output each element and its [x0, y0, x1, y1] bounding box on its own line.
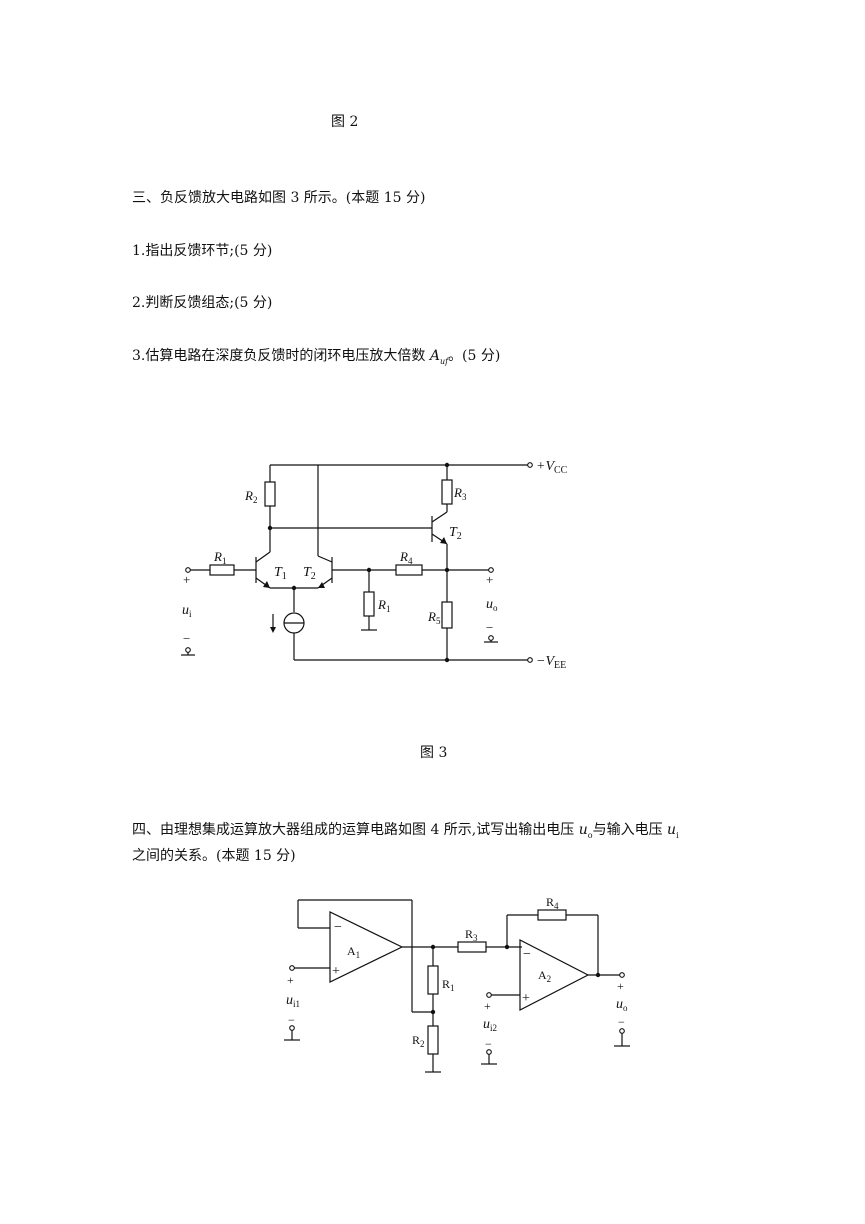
svg-text:−: −: [618, 1015, 625, 1029]
t2-label: T2: [303, 565, 316, 582]
question-3-item-2: 2.判断反馈组态;(5 分): [132, 295, 273, 311]
r1-label: R1: [213, 549, 226, 566]
fig4-r4-label: R4: [546, 895, 559, 911]
opamp-a1: [329, 911, 404, 983]
fig4-r3-resistor: [457, 941, 487, 953]
opamp-a2: [519, 939, 590, 1011]
in-plus: +: [183, 572, 190, 587]
ui-symbol: u: [667, 822, 677, 838]
fig4-uo-label: uo: [616, 997, 628, 1013]
ui1-label: ui1: [286, 993, 300, 1009]
r3-label: R3: [453, 485, 467, 502]
a1-plus: +: [332, 964, 340, 979]
a2-minus: −: [523, 947, 531, 962]
question-4-line-2: 之间的关系。(本题 15 分): [132, 848, 296, 864]
r4-resistor: [395, 564, 423, 576]
current-arrow-icon: [270, 627, 276, 633]
auf-symbol: A: [429, 348, 440, 364]
fig4-r4-resistor: [537, 909, 567, 921]
r5-label: R5: [427, 609, 441, 626]
ui-label: ui: [182, 603, 192, 619]
a1-label: A1: [347, 944, 360, 960]
output-terminal: [488, 567, 494, 573]
a1-minus: −: [334, 920, 342, 935]
t2-upper-label: T2: [449, 525, 462, 542]
a2-plus: +: [522, 991, 530, 1006]
vcc-label: +VCC: [536, 459, 568, 476]
auf-subscript: uf: [439, 356, 449, 366]
q4-text-a: 四、由理想集成运算放大器组成的运算电路如图 4 所示,试写出输出电压: [132, 822, 579, 838]
out-plus: +: [486, 572, 493, 587]
vee-label: −VEE: [536, 654, 566, 671]
ui-subscript: i: [676, 830, 679, 840]
svg-text:+: +: [484, 999, 491, 1013]
question-4-line-1: 四、由理想集成运算放大器组成的运算电路如图 4 所示,试写出输出电压 uo与输入…: [132, 820, 679, 846]
svg-text:+: +: [617, 979, 624, 993]
svg-text:+: +: [287, 973, 294, 987]
vee-terminal: [527, 657, 533, 663]
figure-2-caption: 图 2: [331, 114, 359, 130]
q4-text-b: 与输入电压: [592, 822, 668, 838]
uo-symbol: u: [578, 822, 588, 838]
uo-terminal: [619, 972, 625, 978]
figure-4-circuit: − + A1 + ui1 − R1 R2 R3 R4 − + A2 + ui2 …: [284, 895, 630, 1073]
t1-label: T1: [274, 565, 287, 582]
r2-label: R2: [244, 488, 257, 505]
svg-text:−: −: [485, 1037, 492, 1051]
uo-subscript: o: [587, 830, 593, 840]
out-minus: −: [486, 620, 493, 635]
vcc-terminal: [527, 462, 533, 468]
r1-resistor: [209, 564, 235, 576]
question-3-title: 三、负反馈放大电路如图 3 所示。(本题 15 分): [132, 190, 426, 206]
in-minus: −: [183, 631, 190, 646]
figure-3-circuit: +VCC R2 R3 T2 + uo − R5 R4 R1 R1 + ui: [181, 459, 568, 671]
r2-resistor: [264, 481, 276, 507]
r5-resistor: [441, 601, 453, 629]
r1b-label: R1: [377, 597, 390, 614]
figure-3-caption: 图 3: [420, 745, 448, 761]
fig4-r1-resistor: [427, 965, 439, 995]
fig4-r2-resistor: [427, 1025, 439, 1055]
question-3-item-3: 3.估算电路在深度负反馈时的闭环电压放大倍数 Auf。(5 分): [132, 346, 500, 372]
question-3-item-1: 1.指出反馈环节;(5 分): [132, 243, 273, 259]
fig4-r1-label: R1: [442, 977, 455, 993]
ui2-terminal: [486, 992, 492, 998]
a2-label: A2: [538, 968, 551, 984]
r3-resistor: [441, 479, 453, 505]
uo-label: uo: [486, 597, 498, 613]
ui2-label: ui2: [483, 1017, 497, 1033]
item-3-score: 。(5 分): [448, 348, 501, 364]
fig4-r2-label: R2: [412, 1033, 425, 1049]
r4-label: R4: [399, 549, 413, 566]
ui1-terminal: [289, 965, 295, 971]
svg-text:−: −: [288, 1013, 295, 1027]
r1b-resistor: [363, 591, 375, 617]
fig4-r3-label: R3: [465, 927, 478, 943]
item-3-text: 3.估算电路在深度负反馈时的闭环电压放大倍数: [132, 348, 430, 364]
